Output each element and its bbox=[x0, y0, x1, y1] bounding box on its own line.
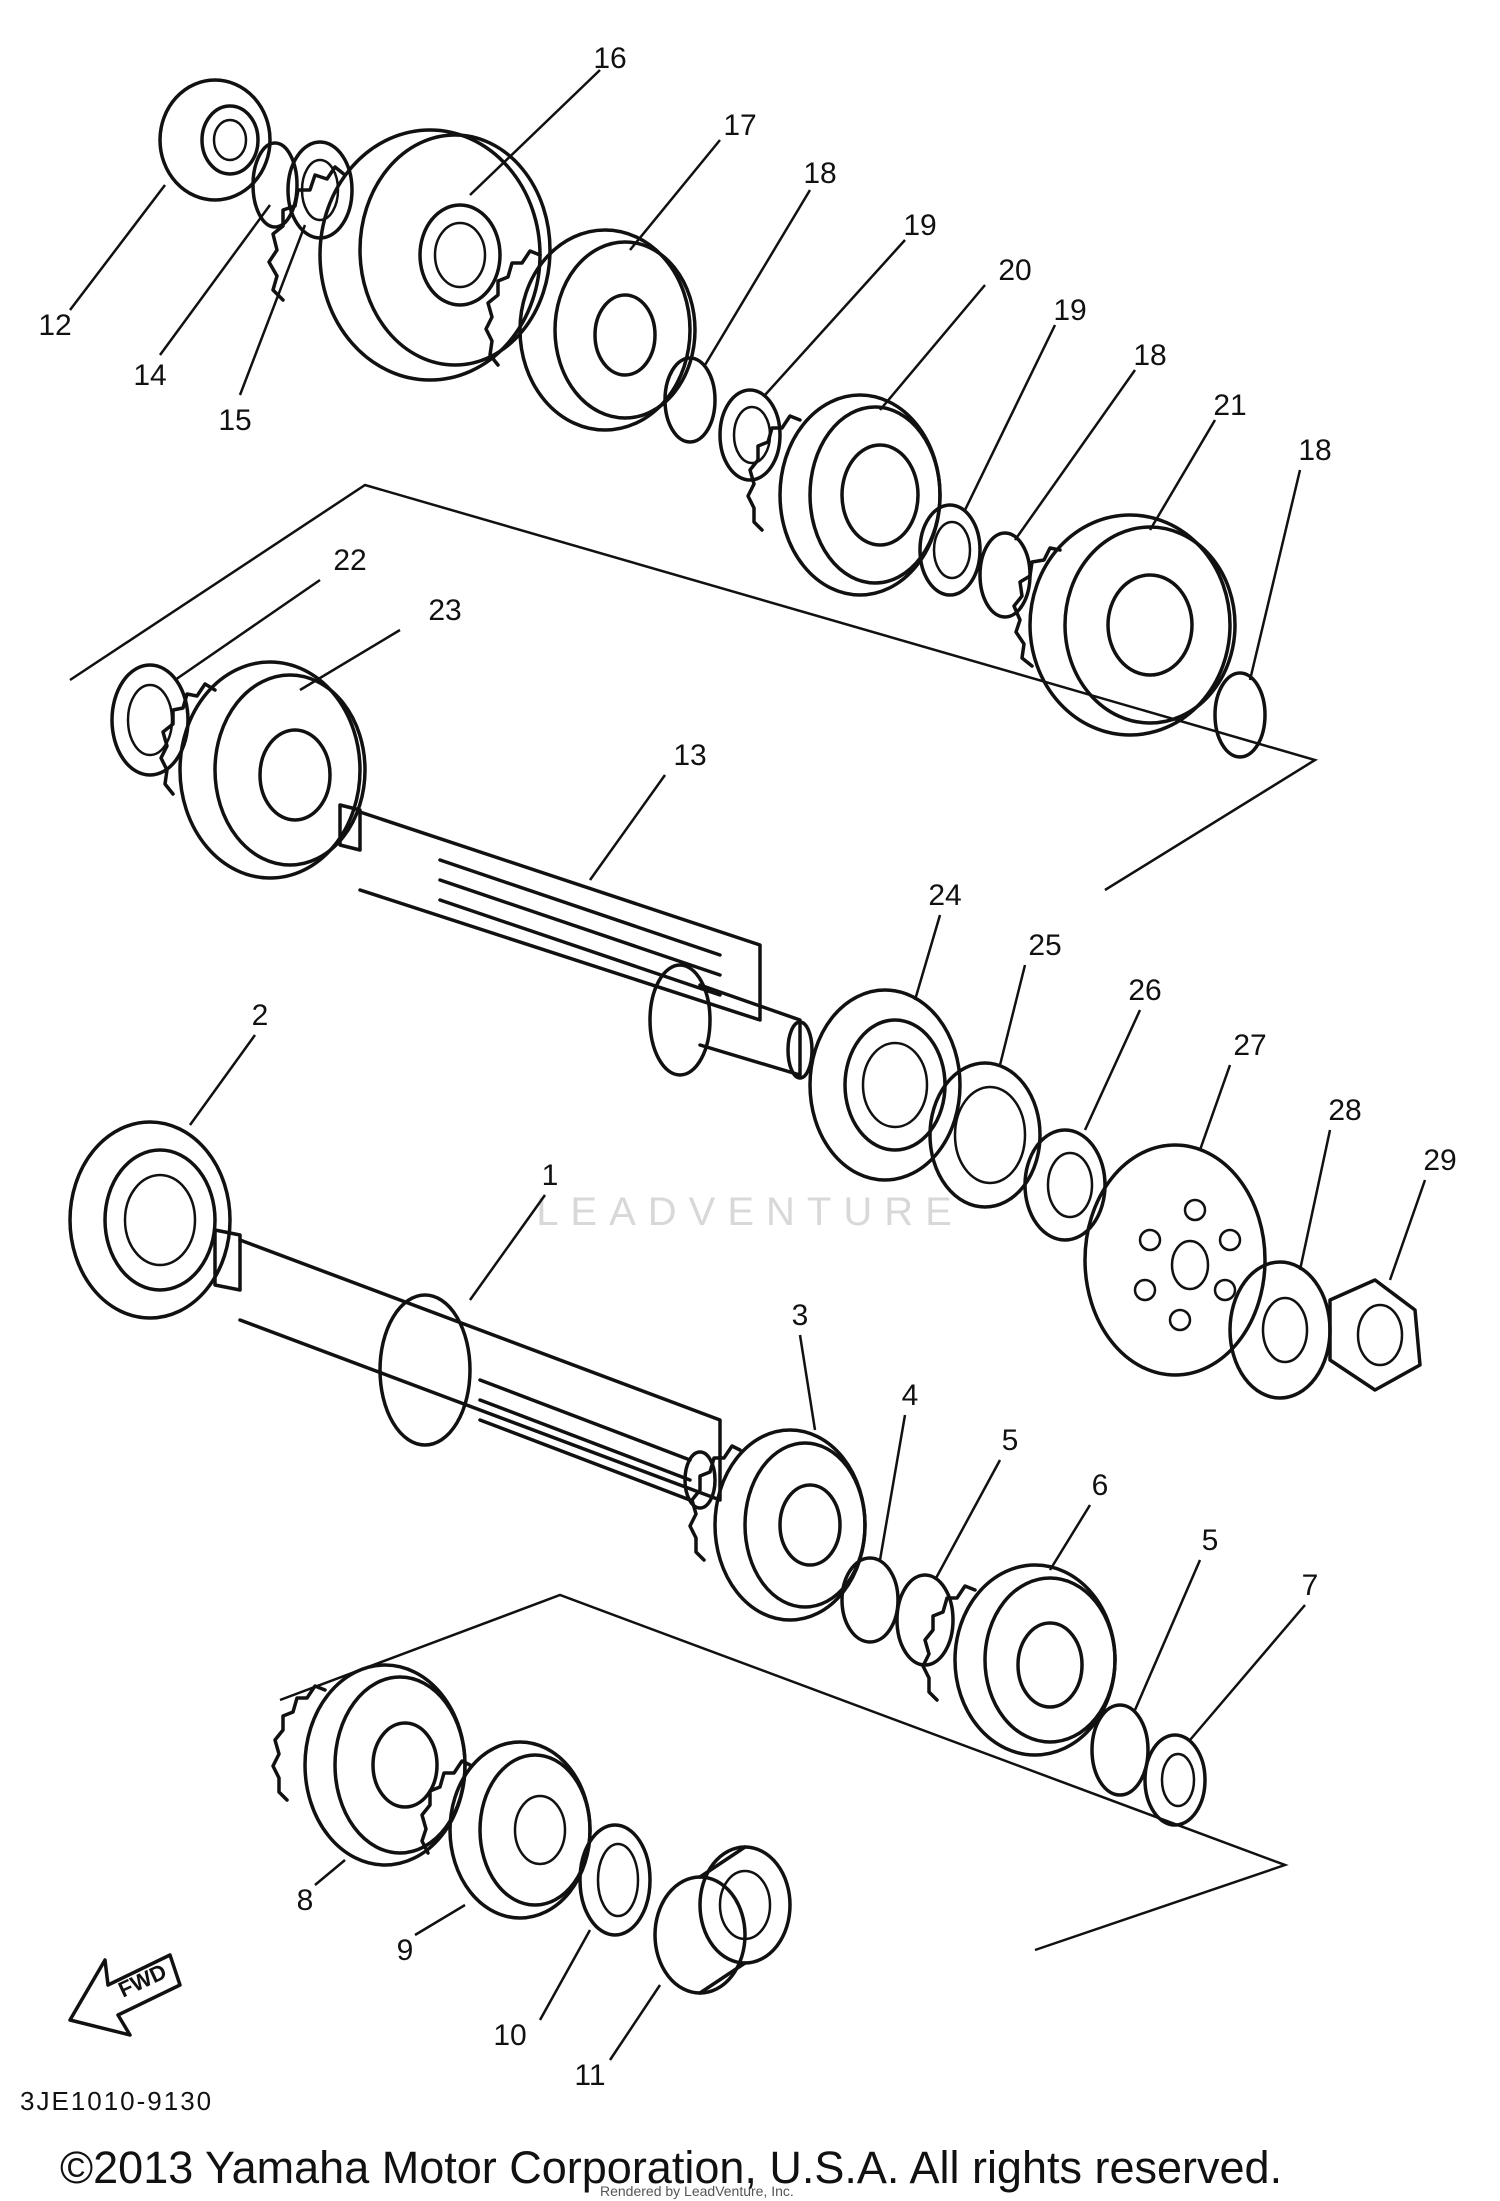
fwd-label: FWD bbox=[114, 1959, 170, 2003]
callout-14: 14 bbox=[133, 359, 166, 392]
part-3-gear bbox=[688, 1428, 867, 1622]
part-16-gear bbox=[267, 128, 552, 382]
callout-16: 16 bbox=[593, 42, 626, 75]
callout-5a: 5 bbox=[1002, 1424, 1019, 1457]
callout-15: 15 bbox=[218, 404, 251, 437]
leader-lines bbox=[69, 69, 1427, 2061]
callout-10: 10 bbox=[493, 2019, 526, 2052]
callout-12: 12 bbox=[38, 309, 71, 342]
part-18-circlip-b bbox=[978, 531, 1032, 619]
callout-27: 27 bbox=[1233, 1029, 1266, 1062]
callout-18b: 18 bbox=[1133, 339, 1166, 372]
callout-21: 21 bbox=[1213, 389, 1246, 422]
part-29-nut bbox=[1328, 1278, 1422, 1392]
callout-7: 7 bbox=[1302, 1569, 1319, 1602]
part-5-circlip bbox=[895, 1573, 955, 1667]
callout-25: 25 bbox=[1028, 929, 1061, 962]
callout-28: 28 bbox=[1328, 1094, 1361, 1127]
part-24-bearing bbox=[808, 988, 962, 1182]
part-1-drive-axle bbox=[213, 1228, 722, 1510]
callout-9: 9 bbox=[397, 1934, 414, 1967]
part-23-gear bbox=[159, 660, 367, 880]
copyright-notice: ©2013 Yamaha Motor Corporation, U.S.A. A… bbox=[60, 2142, 1282, 2193]
diagram-code: 3JE1010-9130 bbox=[20, 2086, 213, 2116]
upper-group-outline bbox=[69, 483, 1319, 892]
callout-24: 24 bbox=[928, 879, 961, 912]
part-7-washer bbox=[1143, 1733, 1207, 1827]
part-8-gear bbox=[271, 1663, 467, 1867]
callout-19b: 19 bbox=[1053, 294, 1086, 327]
callout-18a: 18 bbox=[803, 157, 836, 190]
callout-17: 17 bbox=[723, 109, 756, 142]
part-14-circlip bbox=[251, 141, 299, 229]
fwd-arrow-icon: FWD bbox=[68, 1953, 182, 2037]
callout-5b: 5 bbox=[1202, 1524, 1219, 1557]
callout-1: 1 bbox=[542, 1159, 559, 1192]
part-20-gear bbox=[746, 393, 942, 597]
part-18-circlip-c bbox=[1213, 671, 1267, 759]
part-13-main-axle bbox=[338, 803, 814, 1080]
part-19-washer-b bbox=[918, 503, 982, 597]
callout-6: 6 bbox=[1092, 1469, 1109, 1502]
part-21-gear bbox=[1012, 513, 1237, 737]
callout-29: 29 bbox=[1423, 1144, 1456, 1177]
callout-26: 26 bbox=[1128, 974, 1161, 1007]
callout-18c: 18 bbox=[1298, 434, 1331, 467]
callout-3: 3 bbox=[792, 1299, 809, 1332]
callout-20: 20 bbox=[998, 254, 1031, 287]
callout-8: 8 bbox=[297, 1884, 314, 1917]
part-6-gear bbox=[921, 1563, 1117, 1757]
callout-22: 22 bbox=[333, 544, 366, 577]
callout-19a: 19 bbox=[903, 209, 936, 242]
part-12-bearing bbox=[158, 78, 272, 202]
part-5-circlip-b bbox=[1090, 1703, 1150, 1797]
callout-11: 11 bbox=[574, 2059, 605, 2092]
callout-4: 4 bbox=[902, 1379, 919, 1412]
part-10-washer bbox=[578, 1823, 652, 1937]
part-22-washer bbox=[110, 663, 190, 777]
part-2-bearing bbox=[68, 1120, 232, 1320]
callout-23: 23 bbox=[428, 594, 461, 627]
part-27-sprocket bbox=[1083, 1143, 1267, 1377]
part-18-circlip bbox=[663, 356, 717, 444]
part-25-seal bbox=[928, 1061, 1042, 1209]
part-17-gear bbox=[484, 228, 697, 432]
part-4-washer bbox=[840, 1556, 900, 1644]
part-9-gear bbox=[420, 1740, 592, 1920]
callout-13: 13 bbox=[673, 739, 706, 772]
part-11-bushing bbox=[653, 1845, 792, 1995]
watermark: LEADVENTURE bbox=[536, 1190, 964, 1234]
lower-group-outline bbox=[279, 1593, 1289, 1952]
rendered-by: Rendered by LeadVenture, Inc. bbox=[600, 2183, 794, 2199]
callout-2: 2 bbox=[252, 999, 269, 1032]
part-26-collar bbox=[1023, 1128, 1107, 1242]
